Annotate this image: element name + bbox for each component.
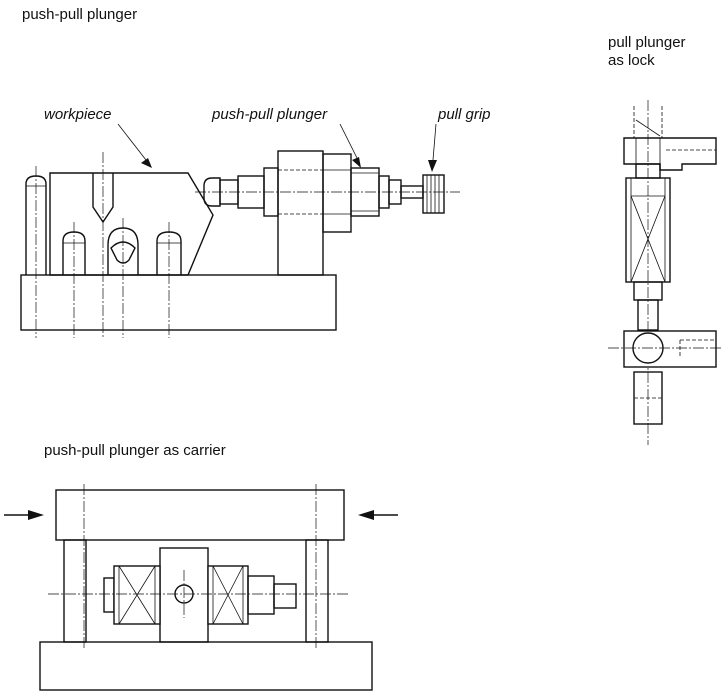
- blind-hole: [92, 173, 114, 224]
- post-right: [305, 539, 329, 643]
- carrier-top-bar: [55, 489, 345, 541]
- title-lock-line2: as lock: [608, 52, 655, 69]
- hex-nut: [322, 153, 352, 233]
- carrier-assembly: [4, 484, 398, 691]
- pull-grip: [422, 174, 445, 214]
- callout-push-pull-plunger: push-pull plunger: [212, 106, 328, 123]
- leader-plunger: [339, 123, 358, 159]
- title-lock-line1: pull plunger: [608, 34, 686, 51]
- lock-assembly: [608, 100, 722, 445]
- title-main: push-pull plunger: [22, 6, 138, 23]
- leader-workpiece: [117, 123, 147, 161]
- plunger-tip-right: [273, 583, 297, 609]
- callout-workpiece: workpiece: [44, 106, 112, 123]
- arrowhead-grip: [428, 160, 437, 172]
- lock-bracket-top: [623, 137, 717, 171]
- base-plate: [20, 274, 337, 331]
- leader-grip: [432, 123, 437, 161]
- plunger-tip: [203, 177, 221, 207]
- lock-bracket-bottom: [623, 330, 717, 368]
- title-carrier: push-pull plunger as carrier: [44, 442, 226, 459]
- fixture-top-left: [20, 123, 460, 338]
- arrow-left-head: [28, 510, 44, 520]
- workpiece: [49, 172, 214, 276]
- post-left: [63, 539, 87, 643]
- notch-pin: [110, 241, 136, 264]
- callout-pull-grip: pull grip: [438, 106, 491, 123]
- arrowhead-plunger: [352, 157, 361, 168]
- carrier-base: [39, 641, 373, 691]
- arrowhead-workpiece: [141, 158, 152, 168]
- arrow-right-head: [358, 510, 374, 520]
